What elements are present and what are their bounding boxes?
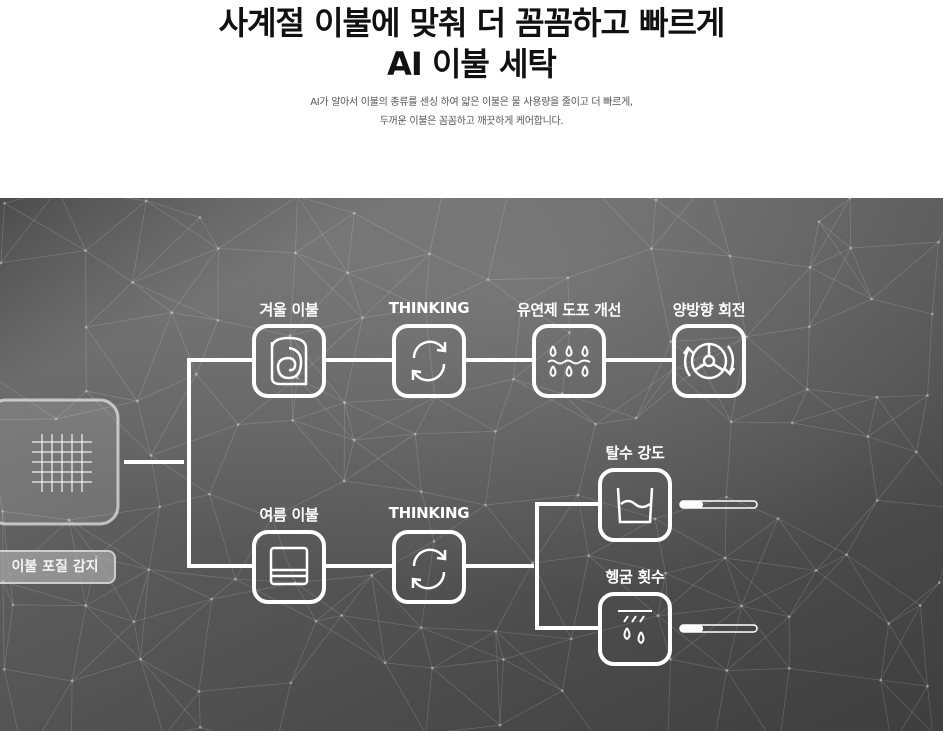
page-header: 사계절 이불에 맞춰 더 꼼꼼하고 빠르게 AI 이불 세탁 AI가 알아서 이… xyxy=(0,0,943,200)
headline-line-1: 사계절 이불에 맞춰 더 꼼꼼하고 빠르게 xyxy=(218,4,726,42)
headline-line-2: AI 이불 세탁 xyxy=(387,45,557,83)
fabric-weave-icon xyxy=(32,434,92,492)
winter-thinking-node xyxy=(392,324,466,398)
flow-diagram xyxy=(0,324,758,666)
spin-basin-icon xyxy=(616,487,654,524)
rotation-label: 양방향 회전 xyxy=(672,301,746,319)
softener-node xyxy=(532,324,606,398)
sensor-label: 이불 포질 감지 xyxy=(0,550,116,584)
summer-thinking-label: THINKING xyxy=(388,504,470,522)
winter-blanket-node xyxy=(252,324,326,398)
summer-thinking-node xyxy=(392,530,466,604)
folded-blanket-icon xyxy=(269,546,309,586)
description-line-1: AI가 알아서 이불의 종류를 센싱 하여 얇은 이불은 물 사용량을 줄이고 … xyxy=(310,97,633,108)
rinse-drops-icon xyxy=(618,610,652,645)
softener-label: 유연제 도포 개선 xyxy=(516,301,622,319)
ai-washing-diagram: 겨울 이불 THINKING 유연제 도포 개선 양방향 회전 여름 이불 TH… xyxy=(0,198,943,731)
rinse-count-label: 헹굼 횟수 xyxy=(605,568,665,586)
refresh-cycle-icon xyxy=(411,548,447,590)
rinse-count-node xyxy=(598,592,672,666)
summer-blanket-label: 여름 이불 xyxy=(259,506,319,524)
sensor-node xyxy=(0,398,120,526)
summer-blanket-node xyxy=(252,530,326,604)
refresh-cycle-icon xyxy=(411,340,447,382)
spin-strength-label: 탈수 강도 xyxy=(605,444,665,462)
rolled-blanket-icon xyxy=(270,336,308,386)
winter-blanket-label: 겨울 이불 xyxy=(259,301,319,319)
winter-thinking-label: THINKING xyxy=(388,299,470,317)
rotation-node xyxy=(672,324,746,398)
spin-strength-node xyxy=(598,468,672,542)
description-line-2: 두꺼운 이불은 꼼꼼하고 깨끗하게 케어합니다. xyxy=(379,116,564,127)
rinse-count-level xyxy=(679,624,758,633)
connector-lines xyxy=(124,358,674,630)
drum-rotation-icon xyxy=(682,342,736,380)
softener-drops-icon xyxy=(547,345,591,378)
spin-strength-level xyxy=(679,500,758,509)
